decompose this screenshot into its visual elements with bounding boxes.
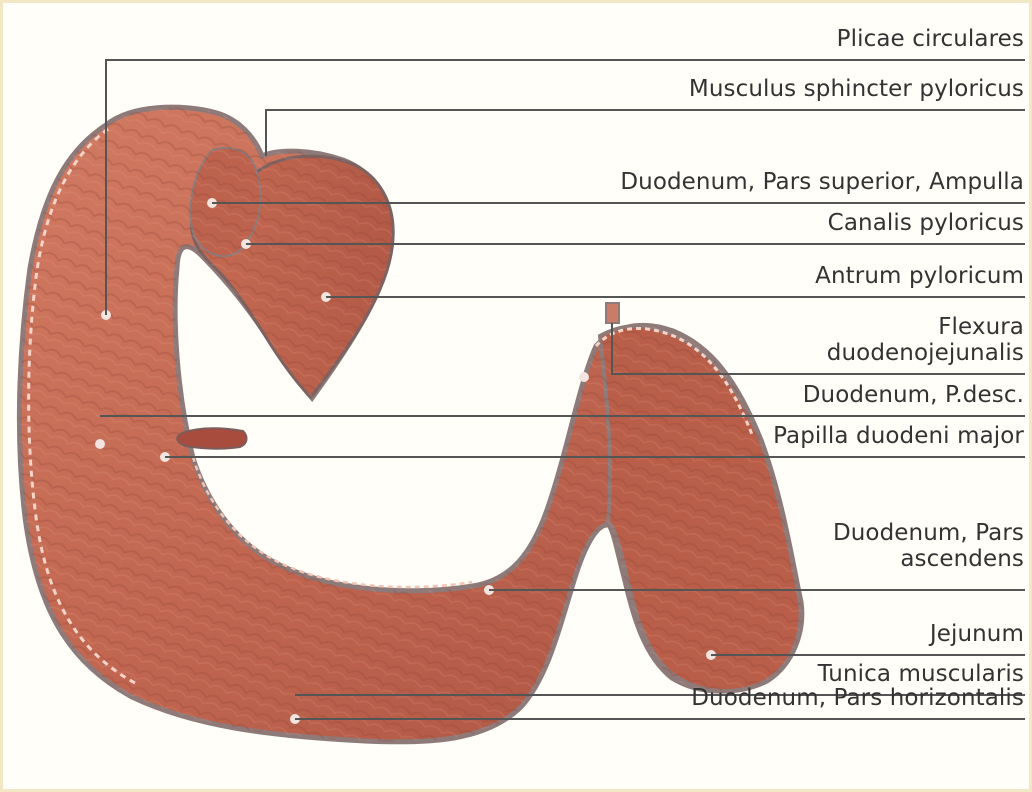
label-tunica-muscularis: Tunica muscularis	[818, 661, 1024, 687]
label-plicae-circulares: Plicae circulares	[837, 26, 1024, 52]
label-flexura-line-2: duodenojejunalis	[827, 340, 1024, 366]
label-duodenum-p-desc: Duodenum, P.desc.	[803, 382, 1024, 408]
label-papilla-duodeni-major: Papilla duodeni major	[773, 423, 1024, 449]
leader-line-sphincter	[266, 110, 1025, 156]
marker-dot	[95, 439, 105, 449]
label-flexura-line-1: Flexura	[827, 314, 1024, 340]
flexure-stub-shape	[606, 303, 619, 323]
label-musculus-sphincter-pyloricus: Musculus sphincter pyloricus	[689, 76, 1024, 102]
label-duodenum-pars-horizontalis: Duodenum, Pars horizontalis	[691, 685, 1024, 711]
label-jejunum: Jejunum	[930, 621, 1024, 647]
label-canalis-pyloricus: Canalis pyloricus	[828, 210, 1024, 236]
label-flexura-duodenojejunalis: Flexura duodenojejunalis	[827, 314, 1024, 366]
label-duodenum-pars-ascendens: Duodenum, Pars ascendens	[833, 520, 1024, 572]
label-antrum-pyloricum: Antrum pyloricum	[815, 263, 1024, 289]
marker-dot	[579, 372, 589, 382]
label-duodenum-pars-superior-ampulla: Duodenum, Pars superior, Ampulla	[620, 169, 1024, 195]
label-duodenum-pars-ascendens-line-1: Duodenum, Pars	[833, 520, 1024, 546]
papilla-duct-shape	[177, 428, 246, 449]
label-duodenum-pars-ascendens-line-2: ascendens	[833, 546, 1024, 572]
